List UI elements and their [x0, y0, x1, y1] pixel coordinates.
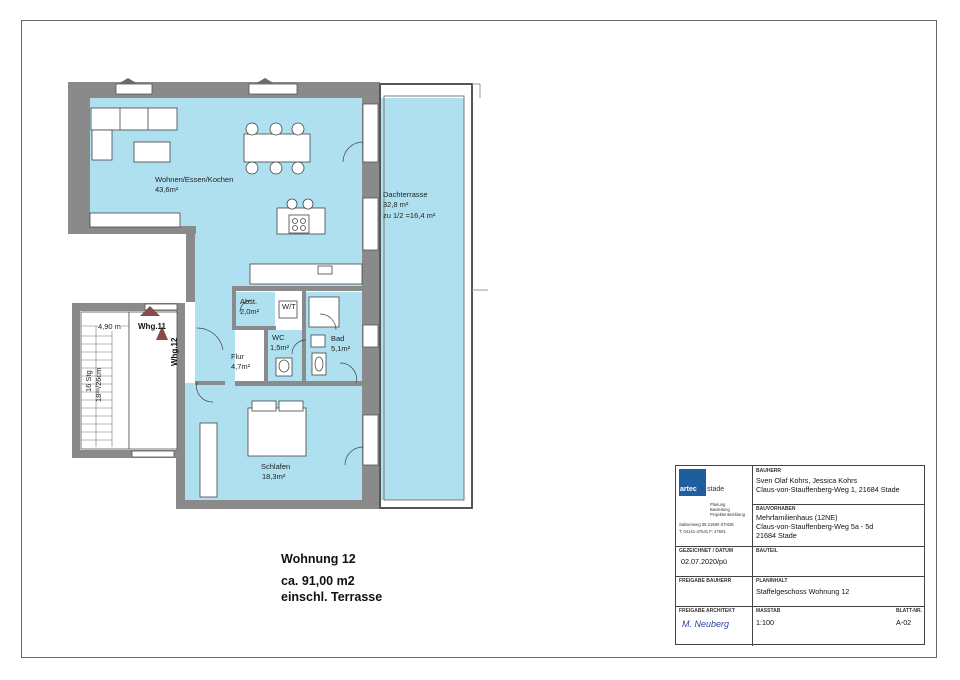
- room-label-abst: Abst.: [240, 297, 258, 306]
- stair-well: [80, 311, 130, 450]
- planinhalt-label: PLANINHALT: [756, 578, 788, 584]
- gezeichnet-value: 02.07.2020/pü: [681, 557, 727, 566]
- doors: [196, 141, 364, 466]
- room-area-bedroom: 18,3m²: [262, 472, 286, 481]
- stair-width: 4,90 m: [98, 322, 121, 331]
- bauvorhaben-label: BAUVORHABEN: [756, 506, 796, 512]
- apartment-summary: Wohnung 12 ca. 91,00 m2 einschl. Terrass…: [281, 551, 382, 605]
- bauvorhaben-city: 21684 Stade: [756, 531, 797, 540]
- bauherr-label: BAUHERR: [756, 468, 781, 474]
- office-phone: T: 04141-47541 F: 47591: [679, 529, 726, 534]
- blatt-label: BLATT-NR.: [896, 608, 923, 614]
- room-area-terrace: 32,8 m²: [383, 200, 409, 209]
- logo-line-1: Planung: [710, 502, 726, 507]
- bauherr-address: Claus-von-Stauffenberg-Weg 1, 21684 Stad…: [756, 485, 900, 494]
- unit-marker-right: [156, 326, 168, 340]
- architect-signature: M. Neuberg: [682, 619, 730, 629]
- furniture: [89, 107, 363, 498]
- terrace-parapet: [379, 83, 473, 509]
- logo-word-artec: artec: [680, 486, 697, 493]
- window-marks: [118, 78, 275, 84]
- windows: [115, 83, 379, 466]
- unit-label-left: Whg.11: [138, 322, 167, 331]
- room-area-abst: 2,0m²: [240, 307, 260, 316]
- massstab-label: MASSTAB: [756, 608, 781, 614]
- stair-rise: 18³⁸/26cm: [94, 367, 103, 402]
- wt-label: W/T: [282, 302, 296, 311]
- floor-abst: [235, 292, 275, 327]
- room-label-terrace: Dachterrasse: [383, 190, 428, 199]
- blatt-value: A-02: [896, 618, 912, 627]
- room-label-living: Wohnen/Essen/Kochen: [155, 175, 234, 184]
- freigabe-bauherr-label: FREIGABE BAUHERR: [679, 578, 732, 584]
- room-label-bedroom: Schlafen: [261, 462, 291, 471]
- floor-terrace: [381, 98, 464, 500]
- freigabe-architekt-label: FREIGABE ARCHITEKT: [679, 608, 735, 614]
- room-calc-terrace: zu 1/2 =16,4 m²: [383, 211, 436, 220]
- unit-marker-left: [140, 306, 160, 316]
- room-area-bath: 5,1m²: [331, 344, 351, 353]
- room-area-hall: 4,7m²: [231, 362, 251, 371]
- planinhalt-value: Staffelgeschoss Wohnung 12: [756, 587, 850, 596]
- logo-word-stade: stade: [707, 486, 725, 493]
- logo-line-2: Bauleitung: [710, 507, 730, 512]
- apartment-title: Wohnung 12: [281, 552, 356, 566]
- room-area-wc: 1,5m²: [270, 343, 290, 352]
- stair-landing: [128, 311, 178, 450]
- gezeichnet-label: GEZEICHNET / DATUM: [679, 548, 734, 554]
- stair-steps-count: 16 Stg: [84, 370, 93, 392]
- bauvorhaben-project: Mehrfamilienhaus (12NE): [756, 513, 838, 522]
- room-area-living: 43,6m²: [155, 185, 179, 194]
- drawing-frame: [21, 20, 937, 658]
- bauteil-label: BAUTEIL: [756, 548, 778, 554]
- room-label-bath: Bad: [331, 334, 345, 343]
- logo-mark: [679, 469, 706, 496]
- logo-line-3: Projektentwicklung: [710, 512, 745, 517]
- room-label-hall: Flur: [231, 352, 244, 361]
- apartment-note: einschl. Terrasse: [281, 590, 383, 604]
- apartment-area: ca. 91,00 m2: [281, 574, 355, 588]
- room-label-wc: WC: [272, 333, 285, 342]
- bauvorhaben-street: Claus-von-Stauffenberg-Weg 5a - 5d: [756, 522, 874, 531]
- office-address: Salinenweg 35 21680 STADE: [679, 522, 735, 527]
- logo-cell: artec stade Planung Bauleitung Projekten…: [676, 466, 752, 546]
- massstab-value: 1:100: [756, 618, 774, 627]
- bauherr-name: Sven Olaf Kohrs, Jessica Kohrs: [756, 476, 858, 485]
- title-block: artec stade Planung Bauleitung Projekten…: [675, 465, 925, 646]
- unit-label-right: Whg.12: [170, 337, 179, 366]
